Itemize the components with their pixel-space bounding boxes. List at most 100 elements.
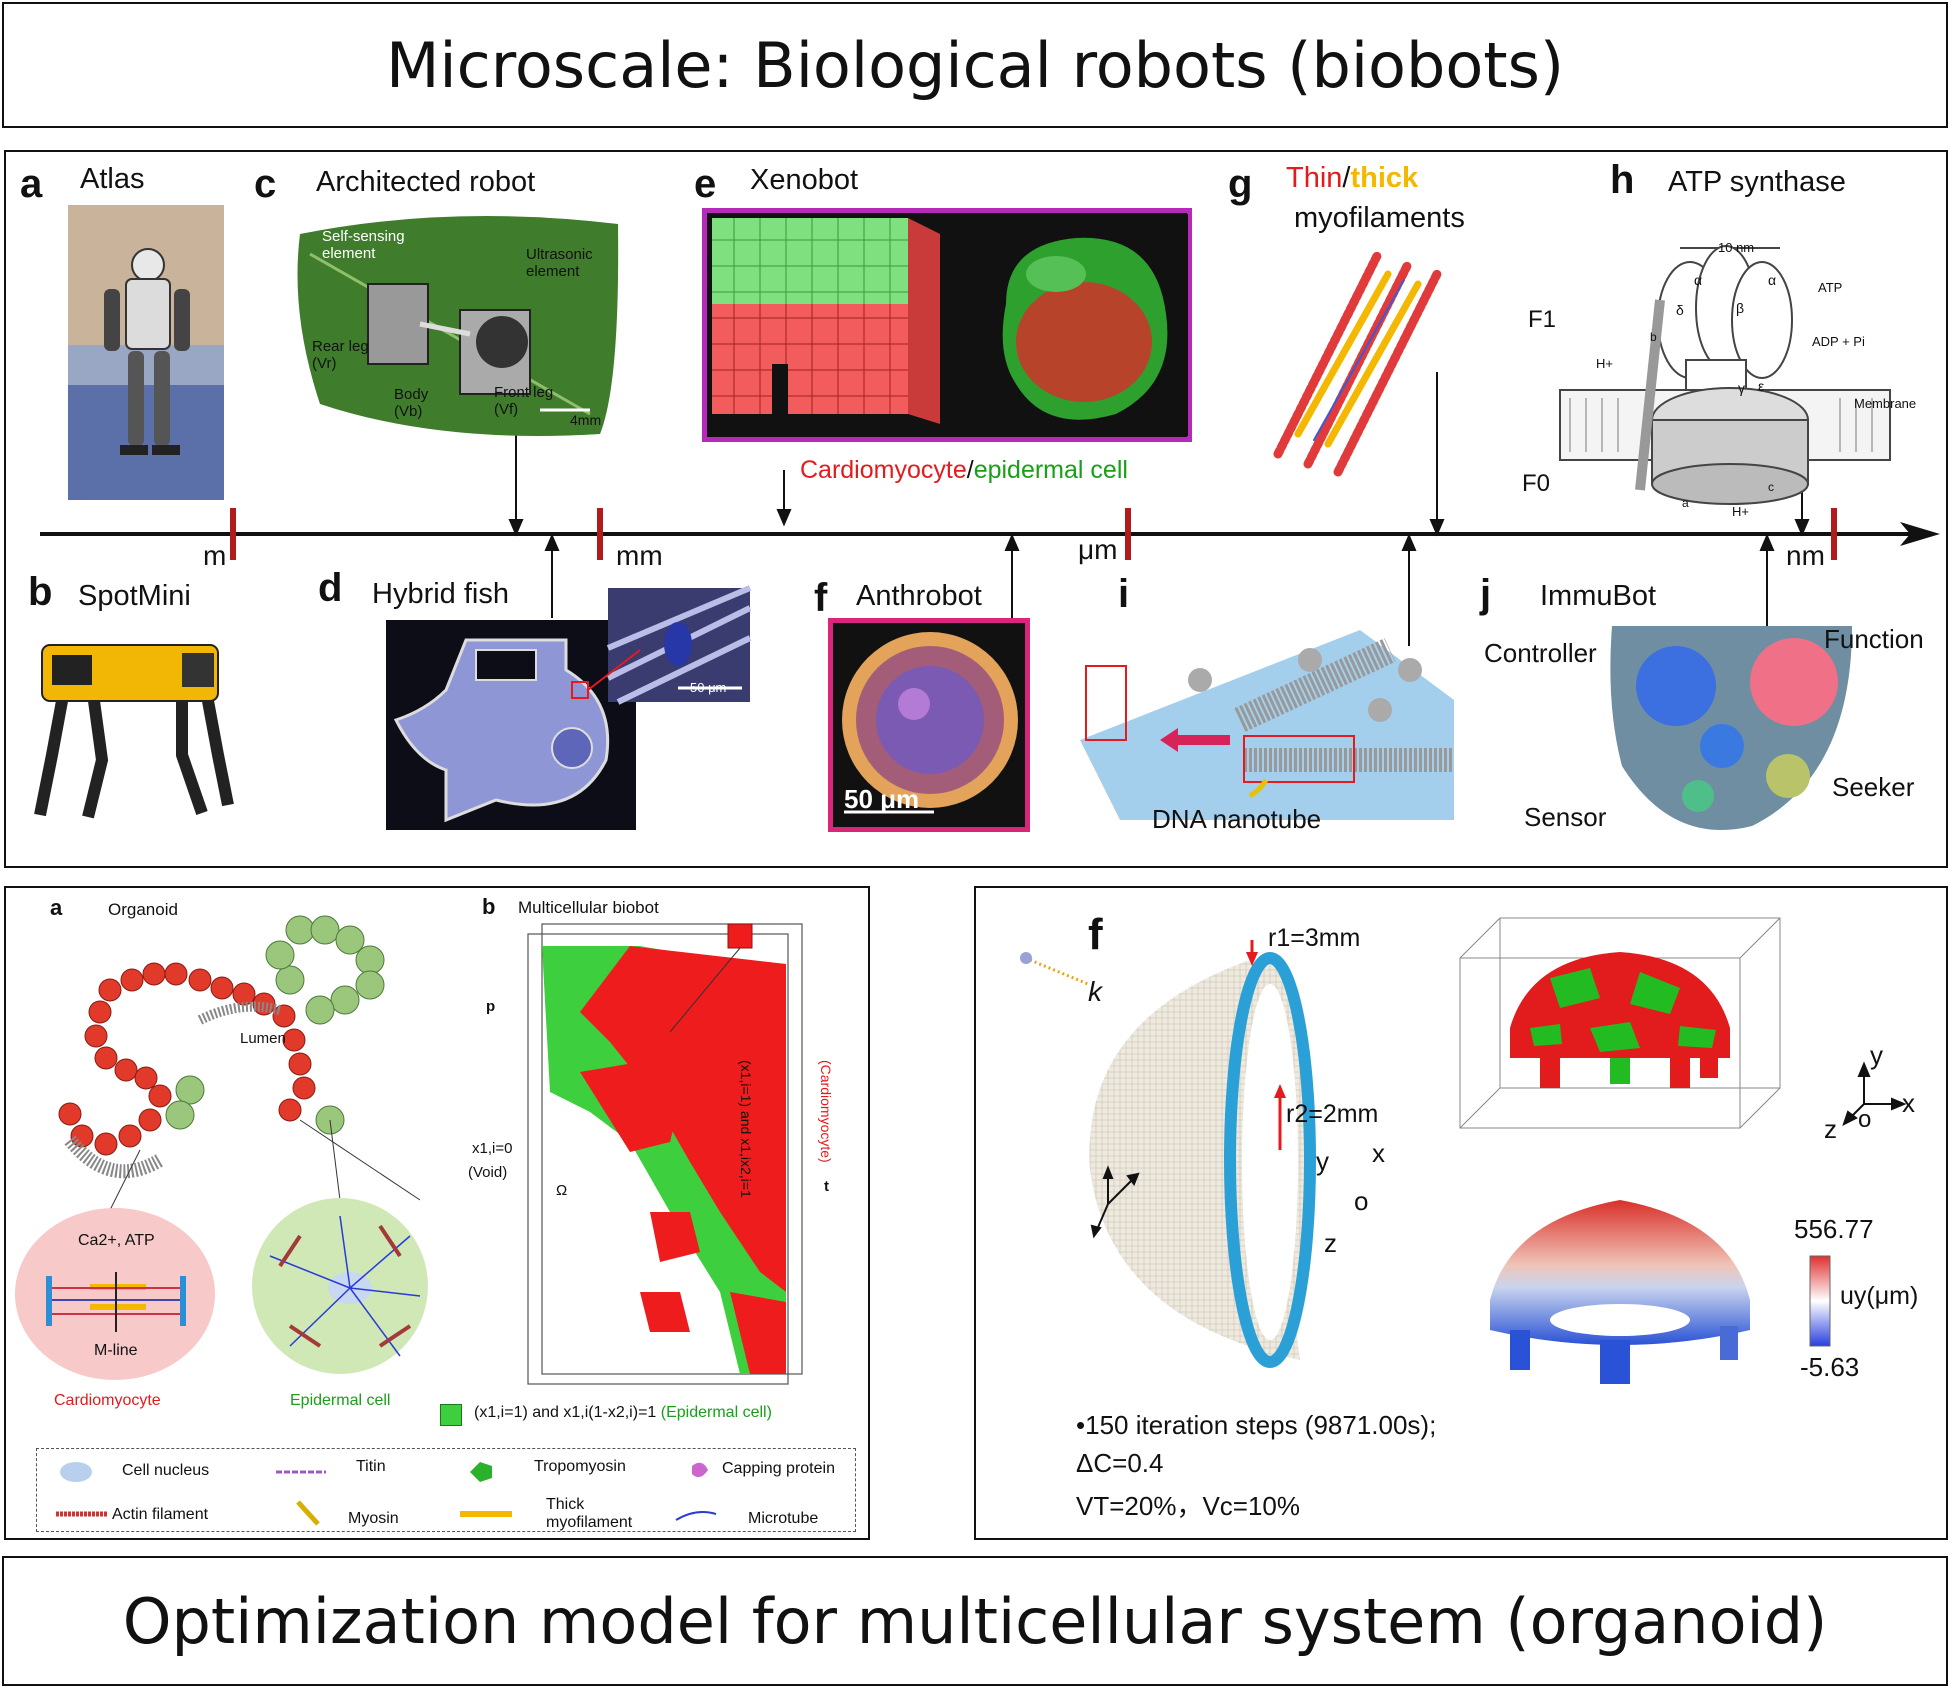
axis-small-x: x [1372,1138,1385,1168]
label-function: Function [1824,624,1924,654]
green-voxel-legend-icon [440,1404,462,1426]
axis-right-o: o [1858,1106,1872,1133]
label-10nm: 10 nm [1718,240,1755,255]
label-epsilon: ε [1758,378,1765,394]
panel-b2-letter: b [482,894,496,919]
label-delta: δ [1676,302,1684,318]
panel-a-letter: a [20,162,43,206]
lumen-label: Lumen [240,1030,286,1047]
atlas-robot-image [68,205,224,500]
microtube-icon [675,1511,717,1521]
legend-actin-filament: Actin filament [112,1506,209,1523]
organoid-title: Organoid [108,900,178,919]
label-b-sub: b [1650,330,1657,344]
organoid-diagram [58,915,385,1179]
label-epidermal-condition: (x1,i=1) and x1,i(1-x2,i)=1 (Epidermal c… [474,1404,772,1422]
hybrid-fish-zoom-image [606,585,752,705]
panel-h-letter: h [1610,158,1635,202]
panel-j-letter: j [1480,572,1492,616]
panel-f-letter: f [814,576,828,620]
spotmini-robot-image [34,644,234,819]
legend-cell-nucleus: Cell nucleus [122,1462,210,1479]
axis-right-y: y [1870,1040,1883,1070]
right-axes-icon [1842,1061,1907,1126]
panel-d-title: Hybrid fish [372,578,509,610]
axis-right-x: x [1902,1088,1915,1118]
capping-protein-icon [692,1462,708,1478]
label-k: k [1088,976,1102,1007]
label-gamma: γ [1738,380,1745,396]
panel-g-letter: g [1228,162,1253,206]
bottom-banner-text: Optimization model for multicellular sys… [122,1584,1828,1658]
xenobot-fluorescence-image [966,214,1188,436]
mline-label: M-line [94,1342,138,1359]
unit-m: m [203,540,227,571]
title-thick: thick [1350,162,1419,194]
panel-c-title: Architected robot [316,166,536,198]
colorbar-label: uy(μm) [1840,1282,1919,1310]
axis-small-o: o [1354,1186,1369,1216]
panel-b-title: SpotMini [78,580,191,612]
label-self-sensing: Self-sensing element [322,228,405,262]
panel-f-title: Anthrobot [856,580,982,612]
panel-c-letter: c [254,162,277,206]
label-h-plus-bottom: H+ [1732,504,1749,519]
panel-a2-letter: a [50,895,63,920]
label-a-sub: a [1682,496,1689,510]
label-atp: ATP [1818,280,1843,295]
label-cardio-condition: (x1,i=1) and x1,ix2,i=1 [738,1060,754,1198]
voxel-biobot-render [1459,917,1781,1129]
cardiomyocyte-diagram [15,1208,215,1380]
legend-microtube: Microtube [748,1510,819,1527]
label-r1: r1=3mm [1268,924,1361,952]
displacement-render [1490,1200,1750,1384]
legend-titin: Titin [356,1458,386,1475]
panel-e-letter: e [694,162,717,206]
legend-thick-myofilament: Thick myofilament [546,1496,633,1531]
legend-tropomyosin: Tropomyosin [534,1458,626,1475]
panel-a-title: Atlas [80,163,145,195]
ca-atp-label: Ca2+, ATP [78,1232,155,1250]
colorbar [1809,1255,1831,1347]
label-beta: β [1736,300,1745,316]
epidermal-condition-text: (x1,i=1) and x1,i(1-x2,i)=1 [474,1404,657,1421]
label-adp: ADP + Pi [1812,334,1865,349]
biobot-title: Multicellular biobot [518,898,659,917]
colorbar-max: 556.77 [1794,1214,1874,1244]
panel-d-letter: d [318,566,343,610]
myofilament-image [1273,249,1443,477]
unit-mm: mm [616,540,663,571]
label-void-line1: x1,i=0 [472,1140,513,1157]
label-p: p [486,998,496,1015]
colorbar-min: -5.63 [1800,1352,1860,1382]
label-membrane: Membrane [1854,396,1917,411]
panel-i-letter: i [1118,572,1130,616]
title-thin: Thin [1286,162,1343,194]
legend-myosin: Myosin [348,1510,399,1527]
anthrobot-scale: 50 μm [844,784,920,814]
legend-box [36,1448,856,1532]
info-line-3: VT=20%，Vc=10% [1076,1491,1301,1521]
multicellular-biobot-voxel [527,923,803,1385]
panel-g-title: Thin/thick [1286,162,1418,195]
caption-sep: / [966,456,974,484]
label-alpha-2: α [1768,272,1777,288]
top-banner: Microscale: Biological robots (biobots) [2,2,1948,128]
legend-capping-protein: Capping protein [722,1460,835,1477]
immubot-image [1610,626,1852,830]
fish-zoom-scale: 50 μm [690,680,727,695]
panel-b-letter: b [28,570,53,614]
xenobot-design-image [708,214,944,436]
hybrid-fish-image [386,620,636,830]
top-banner-text: Microscale: Biological robots (biobots) [385,28,1565,102]
label-void-line2: (Void) [468,1164,508,1181]
cardio-condition-red-text: (Cardiomyocyte) [818,1060,834,1163]
dna-nanotube-image [1080,630,1454,820]
bottom-banner: Optimization model for multicellular sys… [2,1556,1948,1686]
organoid-zoom-lines [109,1119,421,1211]
label-alpha-1: α [1694,272,1703,288]
dna-nanotube-caption: DNA nanotube [1152,804,1322,834]
epidermal-diagram [252,1198,428,1374]
label-ultrasonic: Ultrasonic element [526,246,593,280]
cardiomyocyte-label: Cardiomyocyte [54,1392,161,1409]
